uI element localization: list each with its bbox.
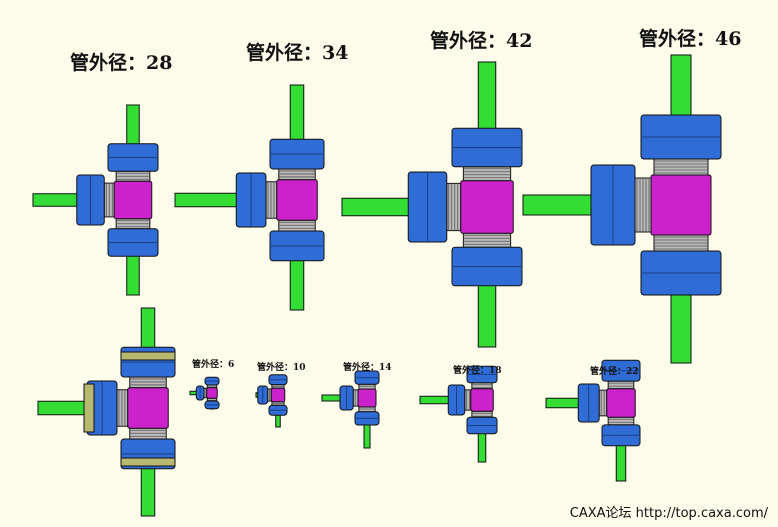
tee-body (650, 174, 712, 236)
watermark-text: CAXA论坛 http://top.caxa.com/ (569, 506, 768, 521)
tee-body (127, 387, 169, 429)
thread-left (598, 389, 608, 417)
fitting-label-46: 管外径：46 (639, 28, 742, 50)
tee-fitting (255, 374, 288, 428)
fitting-label-18: 管外径：18 (453, 366, 502, 376)
tee-body (206, 387, 218, 399)
tee-fitting (545, 359, 641, 482)
tee-body (270, 387, 286, 403)
fitting-label-22: 管外径：22 (590, 367, 639, 377)
tee-body (470, 388, 494, 412)
fitting-label-14: 管外径：14 (343, 363, 392, 373)
cutaway-ring-down (120, 457, 176, 467)
tee-body (606, 388, 636, 418)
fitting-label-10: 管外径：10 (257, 363, 306, 373)
cutaway-ring-up (120, 351, 176, 361)
tee-fitting (321, 370, 380, 449)
tee-body (460, 180, 514, 234)
tee-fitting (32, 104, 159, 296)
fitting-label-42: 管外径：42 (430, 30, 533, 52)
tee-fitting (189, 376, 220, 410)
fitting-label-6: 管外径：6 (192, 360, 235, 370)
tee-body (276, 179, 318, 221)
tee-fitting (419, 365, 498, 463)
tee-fitting (37, 307, 176, 517)
tee-body (357, 388, 377, 408)
thread-down (607, 416, 635, 426)
tee-fitting (522, 54, 722, 364)
tee-fitting (174, 84, 325, 311)
fitting-label-28: 管外径：28 (70, 52, 173, 74)
tee-fitting (341, 61, 523, 348)
fitting-label-34: 管外径：34 (246, 42, 349, 64)
cutaway-ring-left (83, 383, 95, 433)
tee-body (113, 180, 153, 220)
thread-up (607, 380, 635, 390)
